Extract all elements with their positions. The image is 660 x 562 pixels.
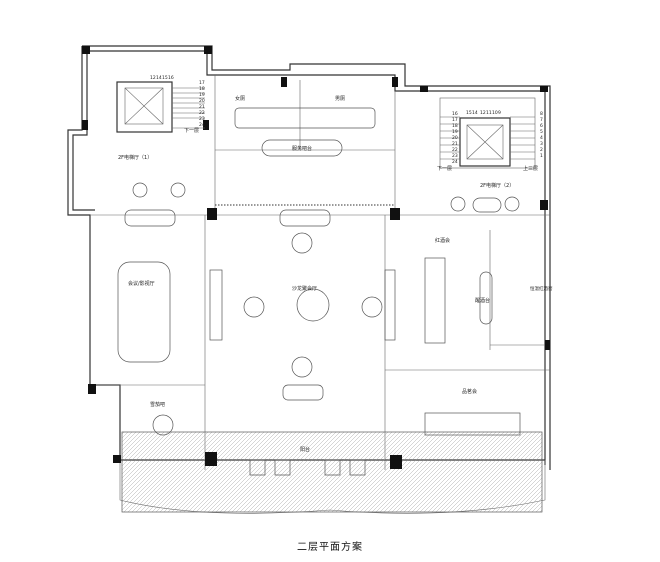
svg-text:24: 24 — [452, 159, 458, 165]
svg-text:14: 14 — [156, 75, 162, 81]
svg-text:12: 12 — [150, 75, 156, 81]
svg-text:16: 16 — [452, 111, 458, 117]
stair-up-3: 上三层 — [523, 165, 538, 172]
svg-text:17: 17 — [199, 80, 205, 86]
label-balcony: 阳台 — [300, 446, 310, 453]
svg-text:19: 19 — [452, 129, 458, 135]
label-mens-restroom: 男厕 — [335, 96, 345, 102]
svg-text:4: 4 — [540, 135, 543, 141]
svg-text:18: 18 — [199, 86, 205, 92]
svg-text:22: 22 — [199, 110, 205, 116]
svg-text:1: 1 — [540, 153, 543, 159]
label-decanting: 醒酒台 — [475, 297, 490, 304]
svg-text:20: 20 — [452, 135, 458, 141]
svg-text:5: 5 — [540, 129, 543, 135]
elevator-2 — [439, 97, 536, 169]
label-conference: 会议/影视厅 — [128, 280, 155, 287]
room-labels: 2F电梯厅（1） 2F电梯厅（2） 女厕 男厕 服务吧台 会议/影视厅 沙龙聚会… — [118, 95, 553, 453]
walls — [67, 45, 551, 514]
svg-text:15: 15 — [466, 110, 472, 116]
svg-text:3: 3 — [540, 141, 543, 147]
plan-title: 二层平面方案 — [297, 542, 363, 553]
svg-text:6: 6 — [540, 123, 543, 129]
label-service-bar: 服务吧台 — [292, 145, 312, 152]
svg-text:8: 8 — [540, 111, 543, 117]
svg-text:22: 22 — [452, 147, 458, 153]
svg-text:11: 11 — [486, 110, 492, 116]
svg-text:9: 9 — [498, 110, 501, 116]
svg-text:15: 15 — [162, 75, 168, 81]
label-tea-club: 品茗会 — [462, 388, 477, 395]
svg-text:23: 23 — [452, 153, 458, 159]
svg-text:17: 17 — [452, 117, 458, 123]
stair-down-2: 下一层 — [437, 166, 452, 172]
balcony-floor — [121, 431, 543, 513]
svg-text:23: 23 — [199, 116, 205, 122]
label-wine-cellar: 恒温红酒窖 — [530, 285, 553, 292]
stair-down-1: 下一层 — [184, 128, 199, 134]
furniture — [117, 107, 521, 476]
svg-text:21: 21 — [452, 141, 458, 147]
svg-text:20: 20 — [199, 98, 205, 104]
label-elevator-hall-1: 2F电梯厅（1） — [118, 154, 152, 161]
stair-numbers: 12 14 15 16 17 18 19 20 21 22 23 24 15 1… — [150, 75, 543, 165]
label-salon: 沙龙聚会厅 — [292, 285, 317, 292]
svg-text:16: 16 — [168, 75, 174, 81]
svg-text:19: 19 — [199, 92, 205, 98]
label-cigar-bar: 雪茄吧 — [150, 401, 165, 408]
svg-text:21: 21 — [199, 104, 205, 110]
svg-text:24: 24 — [199, 122, 205, 128]
label-womens-restroom: 女厕 — [235, 95, 245, 102]
elevator-1 — [116, 81, 205, 133]
columns — [82, 46, 550, 469]
svg-text:18: 18 — [452, 123, 458, 129]
svg-text:7: 7 — [540, 117, 543, 123]
svg-text:2: 2 — [540, 147, 543, 153]
label-elevator-hall-2: 2F电梯厅（2） — [480, 182, 514, 189]
svg-text:10: 10 — [492, 110, 498, 116]
svg-text:12: 12 — [480, 110, 486, 116]
label-wine-club: 红酒会 — [435, 237, 450, 244]
svg-text:14: 14 — [472, 110, 478, 116]
